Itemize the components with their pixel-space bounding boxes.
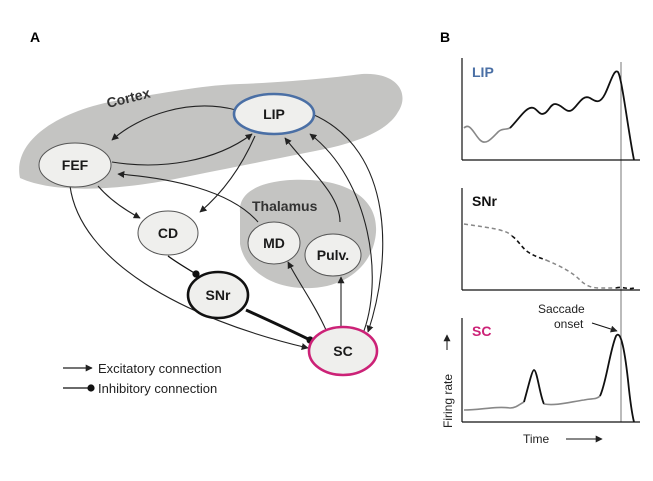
- connection-fef-to-lip-lower: [111, 133, 253, 166]
- connection-snr-to-sc: [245, 308, 314, 344]
- node-snr: SNr: [186, 270, 250, 320]
- legend: Excitatory connection Inhibitory connect…: [63, 361, 222, 396]
- md-label: MD: [263, 235, 285, 251]
- thalamus-label: Thalamus: [252, 198, 318, 214]
- trace-panel-sc: SC: [461, 318, 640, 423]
- panel-b-label: B: [440, 29, 450, 45]
- legend-excitatory: Excitatory connection: [63, 361, 222, 376]
- sc-ellipse: [307, 325, 379, 377]
- fef-ellipse: [38, 142, 112, 188]
- saccade-onset-text-line2: onset: [554, 317, 584, 331]
- trace-panel-lip: LIP: [461, 58, 640, 161]
- sc-trace-title: SC: [472, 323, 491, 339]
- lip-trace-black: [509, 70, 635, 161]
- sc-trace-gray-2: [543, 395, 601, 406]
- node-fef: FEF: [38, 142, 112, 188]
- connection-fef-to-cd: [97, 185, 141, 219]
- saccade-onset-arrow: [591, 322, 618, 333]
- inhibitory-legend-dot: [87, 384, 95, 392]
- saccade-onset-text-line1: Saccade: [538, 302, 585, 316]
- x-axis-label-group: Time: [523, 432, 603, 446]
- fef-label: FEF: [62, 157, 89, 173]
- connection-lip-to-sc: [311, 113, 384, 333]
- legend-inhibitory: Inhibitory connection: [63, 381, 217, 396]
- lip-trace-title: LIP: [472, 64, 494, 80]
- snr-trace-black-1: [511, 235, 547, 261]
- snr-trace-gray-2: [545, 259, 616, 289]
- cd-label: CD: [158, 225, 178, 241]
- connection-sc-to-md: [287, 261, 327, 331]
- sc-label: SC: [333, 343, 352, 359]
- pulv-label: Pulv.: [317, 247, 349, 263]
- connection-pulv-to-lip: [284, 137, 341, 223]
- snr-ellipse: [186, 270, 250, 320]
- connection-fef-to-sc: [69, 185, 309, 350]
- y-axis-label-group: Firing rate: [441, 334, 455, 428]
- sc-trace-black-peak2: [599, 333, 635, 423]
- snr-trace-gray: [463, 223, 513, 237]
- pulv-ellipse: [304, 233, 362, 277]
- saccade-onset-annotation: Saccade onset: [538, 302, 618, 333]
- connection-sc-to-lip: [309, 133, 373, 337]
- node-sc: SC: [307, 325, 379, 377]
- snr-label: SNr: [206, 287, 231, 303]
- connection-cd-to-snr: [167, 255, 200, 278]
- node-pulv: Pulv.: [304, 233, 362, 277]
- node-md: MD: [247, 221, 301, 265]
- y-axis-label: Firing rate: [441, 374, 455, 428]
- lip-label: LIP: [263, 106, 285, 122]
- node-lip: LIP: [232, 92, 316, 136]
- connections: [69, 105, 384, 350]
- cd-ellipse: [137, 210, 199, 256]
- md-ellipse: [247, 221, 301, 265]
- lip-trace-gray: [463, 125, 511, 143]
- snr-trace-black-2: [615, 286, 635, 290]
- snr-trace-title: SNr: [472, 193, 497, 209]
- lip-ellipse: [232, 92, 316, 136]
- connection-md-to-fef: [117, 170, 259, 223]
- x-axis-label: Time: [523, 432, 550, 446]
- node-cd: CD: [137, 210, 199, 256]
- sc-trace-gray: [463, 401, 525, 411]
- sc-trace-black-peak1: [523, 369, 545, 405]
- panel-a-label: A: [30, 29, 40, 45]
- connection-lip-to-fef-upper: [111, 105, 237, 141]
- inhibitory-legend-label: Inhibitory connection: [98, 381, 217, 396]
- inhibitory-connections: [167, 255, 314, 344]
- trace-panel-snr: SNr: [461, 188, 640, 291]
- excitatory-legend-label: Excitatory connection: [98, 361, 222, 376]
- connection-lip-to-cd: [199, 135, 256, 213]
